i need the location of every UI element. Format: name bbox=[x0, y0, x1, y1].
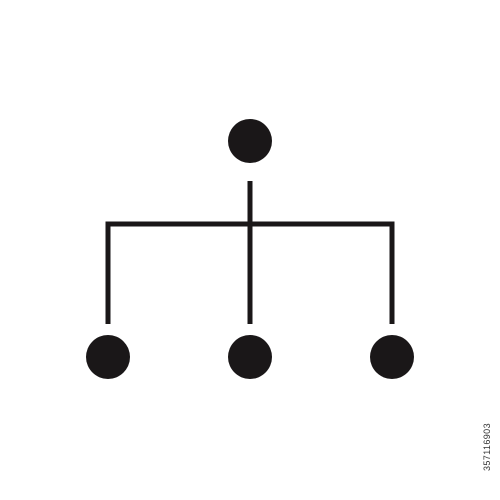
child-node-right-icon bbox=[370, 335, 414, 379]
stock-image-id: 357116903 bbox=[482, 423, 492, 471]
child-node-center-icon bbox=[228, 335, 272, 379]
root-node-icon bbox=[228, 119, 272, 163]
child-node-left-icon bbox=[86, 335, 130, 379]
branch-connector bbox=[105, 221, 395, 324]
